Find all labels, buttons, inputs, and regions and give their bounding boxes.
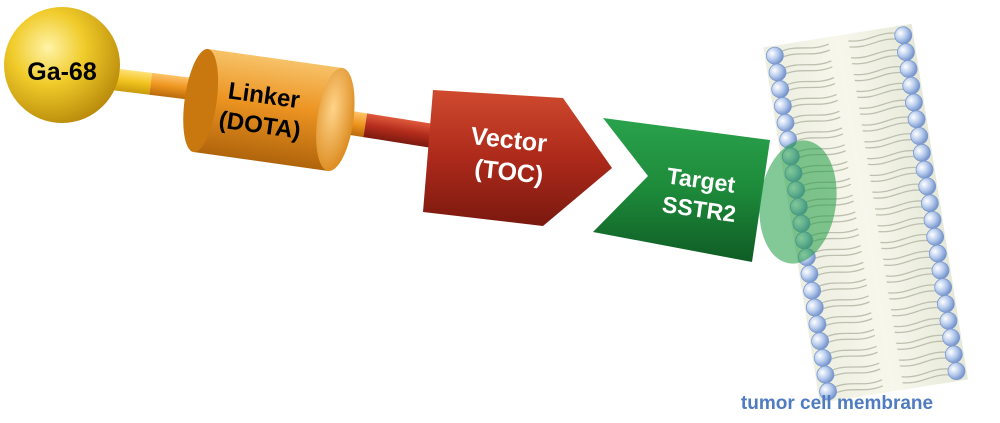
lipid-tail <box>873 189 922 199</box>
lipid-tail <box>869 166 919 177</box>
lipid-tail <box>828 351 878 361</box>
lipid-tail <box>820 301 870 311</box>
lipid-tail <box>827 345 877 355</box>
lipid-tail <box>881 239 930 250</box>
lipid-tail <box>851 49 900 59</box>
membrane-caption: tumor cell membrane <box>740 393 934 414</box>
lipid-tail <box>819 295 869 305</box>
lipid-tail <box>822 312 872 321</box>
lipid-tail <box>834 385 884 395</box>
lipid-tail <box>891 307 941 317</box>
ga68-sphere <box>4 7 120 123</box>
lipid-tail <box>783 66 833 76</box>
lipid-tail <box>870 172 920 182</box>
lipid-tail <box>899 357 949 367</box>
lipid-tail <box>812 250 862 260</box>
lipid-tail <box>882 250 932 261</box>
lipid-head <box>947 362 966 381</box>
lipid-tail <box>896 334 945 344</box>
lipid-tail <box>830 362 880 372</box>
lipid-tail <box>902 374 952 384</box>
lipid-tail <box>782 60 832 70</box>
lipid-tail <box>785 77 835 86</box>
lipid-tail <box>825 328 875 338</box>
lipid-tail <box>856 82 905 93</box>
lipid-tail <box>791 116 841 126</box>
lipid-tail <box>867 149 916 160</box>
lipid-tail <box>814 261 864 271</box>
lipid-tail <box>833 379 883 389</box>
lipid-tail <box>877 217 927 227</box>
lipid-tail <box>853 66 903 76</box>
lipid-tail <box>893 317 943 328</box>
ga68-label: Ga-68 <box>27 58 97 86</box>
lipid-tail <box>901 368 951 378</box>
lipid-tail <box>885 267 935 277</box>
vector-node: Vector (TOC) <box>423 90 612 226</box>
lipid-tail <box>817 278 867 288</box>
lipid-tail <box>894 323 944 334</box>
lipid-tail <box>864 133 913 143</box>
lipid-tail <box>854 71 904 82</box>
target-receptor-shape <box>593 118 770 262</box>
lipid-tail <box>823 318 873 327</box>
lipid-tail <box>875 206 925 216</box>
lipid-tail <box>886 273 936 283</box>
lipid-tail <box>857 88 906 99</box>
lipid-heads-right <box>894 26 966 381</box>
ga68-node: Ga-68 <box>4 7 120 123</box>
lipid-tail <box>848 32 897 42</box>
lipid-tail <box>883 256 933 266</box>
lipid-tail <box>815 267 865 277</box>
lipid-tail <box>780 49 830 59</box>
lipid-tail <box>793 127 843 137</box>
vector-arrow-shape <box>423 90 612 226</box>
lipid-tail <box>794 133 844 143</box>
target-node: Target SSTR2 <box>593 118 837 264</box>
lipid-tail <box>897 340 946 350</box>
lipid-tail <box>788 93 837 103</box>
lipid-tail <box>875 200 924 210</box>
lipid-tail <box>890 301 940 311</box>
lipid-tail <box>867 155 917 166</box>
lipid-tail <box>865 139 914 149</box>
lipid-tail <box>831 368 881 378</box>
lipid-tail <box>859 99 908 109</box>
lipid-tail <box>818 284 868 294</box>
lipid-tail <box>888 284 937 294</box>
target-receptor-embedded <box>759 140 837 264</box>
lipid-tail <box>880 233 929 244</box>
lipid-tail <box>780 43 829 53</box>
lipid-tail <box>790 110 840 120</box>
lipid-tail <box>849 38 898 48</box>
lipid-tail <box>898 351 948 361</box>
linker-node: Linker (DOTA) <box>183 48 355 172</box>
lipid-tail <box>859 105 909 115</box>
lipid-tail <box>889 290 938 300</box>
lipid-tail <box>786 82 836 92</box>
lipid-tail <box>826 334 876 344</box>
lipid-tail <box>852 55 901 65</box>
lipid-tail <box>811 244 861 254</box>
lipid-head <box>819 382 837 401</box>
lipid-tail <box>861 116 911 126</box>
lipid-tail <box>788 99 838 109</box>
lipid-tail <box>872 183 921 193</box>
lipid-tail <box>862 122 912 132</box>
linker-cylinder-cap <box>316 67 355 172</box>
lipid-tail <box>878 223 928 233</box>
